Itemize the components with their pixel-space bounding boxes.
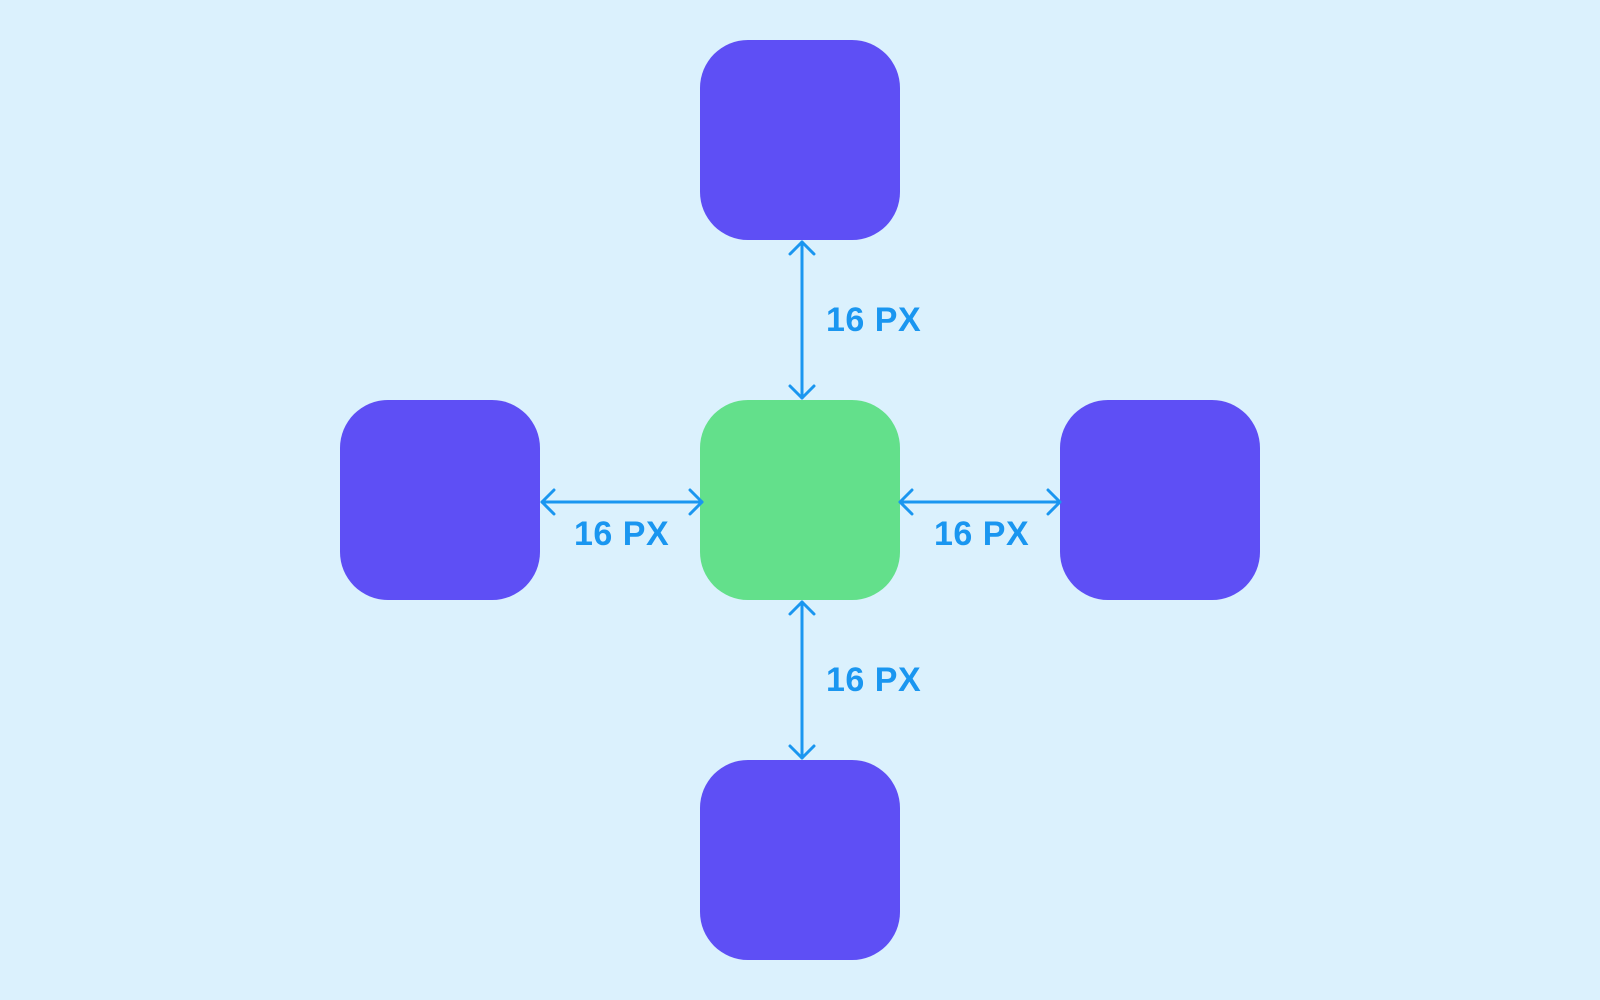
top-gap-arrowhead-down [788, 384, 816, 400]
left-neighbor-tile [340, 400, 540, 600]
right-gap-label: 16 PX [934, 515, 1030, 553]
top-gap-arrow [788, 240, 816, 400]
bottom-gap-arrow [788, 600, 816, 760]
right-gap-arrowhead-right [1046, 488, 1062, 516]
top-gap-label: 16 PX [826, 301, 922, 339]
right-neighbor-tile [1060, 400, 1260, 600]
top-gap-arrowhead-up [788, 240, 816, 256]
top-neighbor-tile [700, 40, 900, 240]
left-gap-label: 16 PX [574, 515, 670, 553]
right-gap-arrowhead-left [898, 488, 914, 516]
bottom-neighbor-tile [700, 760, 900, 960]
left-gap-arrowhead-left [540, 488, 556, 516]
right-gap-arrow [898, 488, 1062, 516]
bottom-gap-arrowhead-up [788, 600, 816, 616]
center-focus-tile [700, 400, 900, 600]
bottom-gap-arrowhead-down [788, 744, 816, 760]
bottom-gap-label: 16 PX [826, 661, 922, 699]
left-gap-arrow [540, 488, 704, 516]
left-gap-arrowhead-right [688, 488, 704, 516]
